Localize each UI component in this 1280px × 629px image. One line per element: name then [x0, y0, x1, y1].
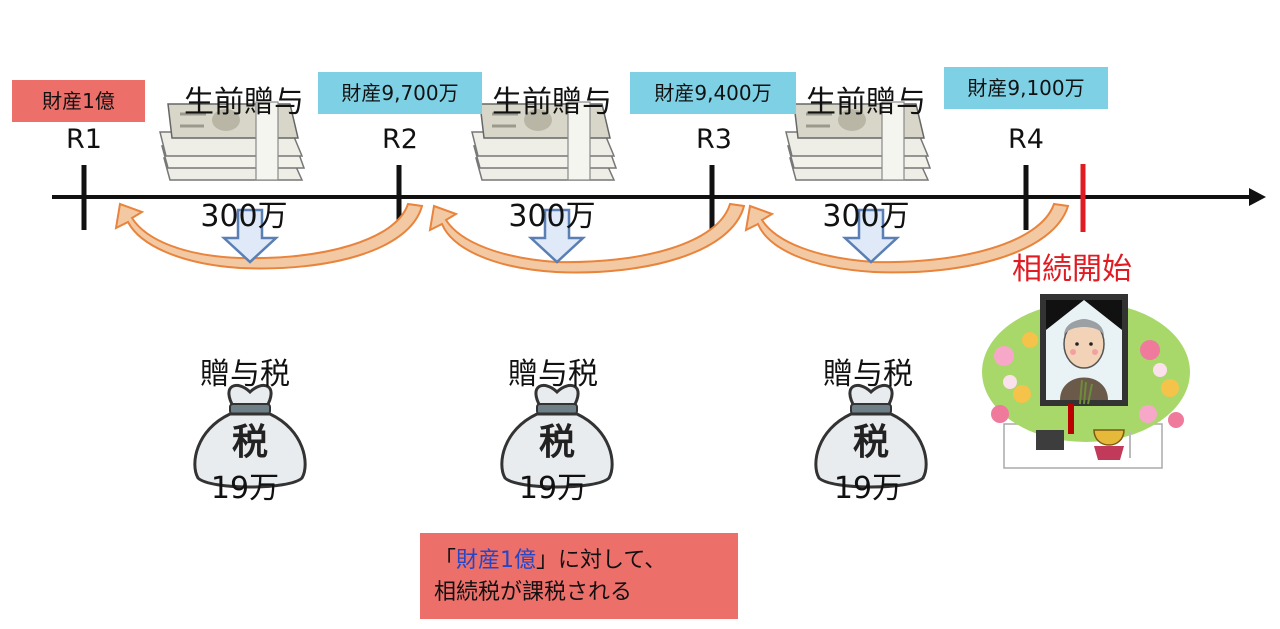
- memorial-altar-icon: [982, 294, 1190, 469]
- tax-title: 贈与税: [508, 357, 598, 392]
- timeline-arrowhead: [1249, 188, 1266, 206]
- money-stack-icon: [785, 101, 932, 181]
- tax-label-3: 贈与税 19万: [788, 280, 948, 584]
- asset-badge-2: 財産9,700万: [318, 72, 482, 114]
- tax-title: 贈与税: [823, 357, 913, 392]
- note-open-bracket: 「: [434, 548, 457, 573]
- tick-label-r4: R4: [1008, 124, 1044, 155]
- tax-title: 贈与税: [200, 357, 290, 392]
- tax-label-2: 贈与税 19万: [473, 280, 633, 584]
- curved-arrow-icon: [744, 202, 1070, 274]
- tax-amount: 19万: [518, 471, 588, 506]
- asset-badge-3: 財産9,400万: [630, 72, 796, 114]
- tick-label-r1: R1: [66, 124, 102, 155]
- down-arrow-icon: [841, 208, 901, 264]
- tax-label-1: 贈与税 19万: [165, 280, 325, 584]
- asset-badge-1: 財産1億: [12, 80, 145, 122]
- money-stack-icon: [471, 101, 618, 181]
- tick-label-r3: R3: [696, 124, 732, 155]
- gift-amount: 300万: [822, 199, 910, 234]
- gift-label-2: 生前贈与 300万: [472, 8, 632, 312]
- curved-arrow-icon: [114, 202, 424, 270]
- tax-bag-label: 税: [231, 422, 268, 463]
- gift-amount: 300万: [508, 199, 596, 234]
- inheritance-tax-note: 「財産1億」に対して、 相続税が課税される: [420, 533, 738, 619]
- curved-arrow-icon: [428, 202, 746, 274]
- asset-badge-4: 財産9,100万: [944, 67, 1108, 109]
- gift-title: 生前贈与: [184, 85, 304, 120]
- inheritance-start-label: 相続開始: [1012, 252, 1132, 287]
- note-highlight: 財産1億: [456, 548, 537, 573]
- tax-bag-label: 税: [852, 422, 889, 463]
- tax-bag-icon: [814, 383, 928, 489]
- gift-amount: 300万: [200, 199, 288, 234]
- tax-bag-icon: [500, 383, 614, 489]
- note-rest: 」に対して、: [536, 548, 667, 573]
- money-stack-icon: [159, 101, 306, 181]
- tax-bag-label: 税: [538, 422, 575, 463]
- tax-amount: 19万: [833, 471, 903, 506]
- gift-title: 生前贈与: [806, 85, 926, 120]
- tax-amount: 19万: [210, 471, 280, 506]
- down-arrow-icon: [220, 208, 280, 264]
- gift-label-1: 生前贈与 300万: [164, 8, 324, 312]
- down-arrow-icon: [527, 208, 587, 264]
- note-line2: 相続税が課税される: [434, 580, 633, 605]
- gift-title: 生前贈与: [492, 85, 612, 120]
- tick-label-r2: R2: [382, 124, 418, 155]
- tax-bag-icon: [193, 383, 307, 489]
- gift-label-3: 生前贈与 300万: [786, 8, 946, 312]
